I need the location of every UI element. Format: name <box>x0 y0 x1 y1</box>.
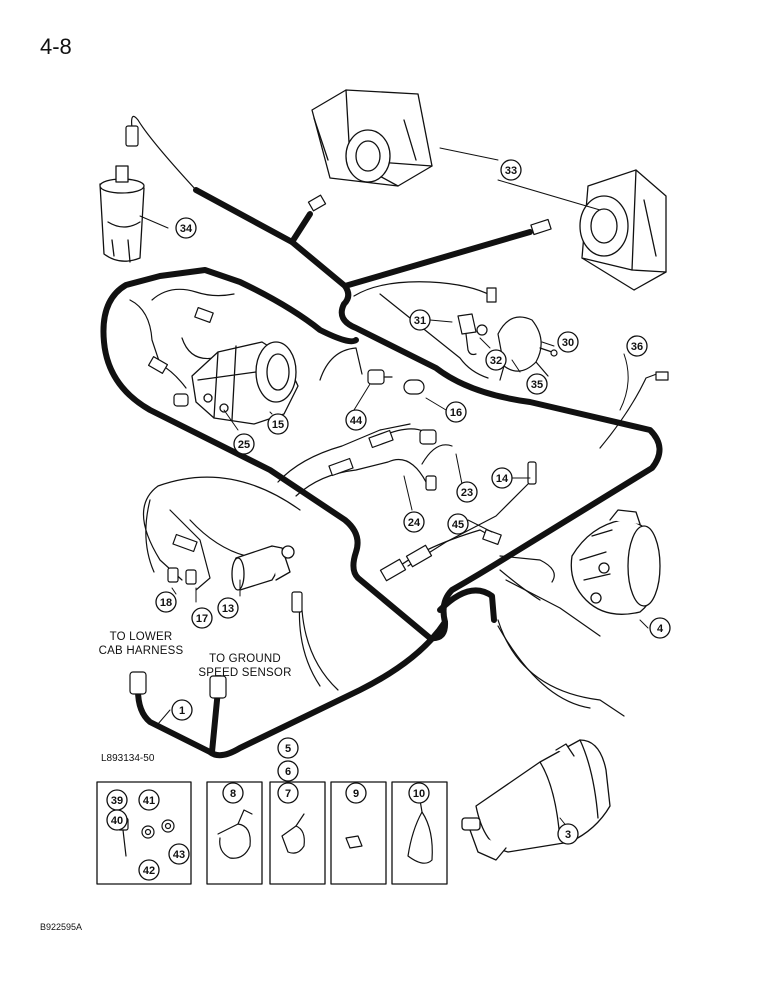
callout-label: 31 <box>414 315 426 327</box>
callout-label: 5 <box>285 743 291 755</box>
compressor <box>191 341 299 425</box>
callout-label: 39 <box>111 795 123 807</box>
figure-code: L893134-50 <box>101 753 155 764</box>
callout-label: 44 <box>350 415 363 427</box>
callout-label: 18 <box>160 597 172 609</box>
callout-label: 36 <box>631 341 643 353</box>
callout-label: 14 <box>496 473 509 485</box>
callout-label: 23 <box>461 487 473 499</box>
callout-labels: 1 3 4 5 6 7 8 9 10 13 14 15 16 17 18 23 … <box>111 165 664 877</box>
callout-label: 9 <box>353 788 359 800</box>
callout-label: 1 <box>179 705 185 717</box>
canister <box>99 165 145 263</box>
starter-motor <box>461 739 611 861</box>
callout-label: 33 <box>505 165 517 177</box>
alternator <box>570 509 661 615</box>
callout-label: 34 <box>180 223 193 235</box>
callout-label: 6 <box>285 766 291 778</box>
connectors <box>125 125 669 699</box>
panel-parts <box>117 799 433 864</box>
callout-label: 43 <box>173 849 185 861</box>
callout-label: 4 <box>657 623 664 635</box>
callout-label: 42 <box>143 865 155 877</box>
switches <box>173 369 437 445</box>
headlamp-right <box>579 169 667 291</box>
callout-label: 32 <box>490 355 502 367</box>
note-lower-cab-harness: TO LOWER CAB HARNESS <box>96 630 186 658</box>
callout-label: 10 <box>413 788 425 800</box>
callout-label: 24 <box>408 517 421 529</box>
callout-label: 8 <box>230 788 236 800</box>
headlamp-left <box>311 89 433 187</box>
document-code: B922595A <box>40 922 83 932</box>
note-line: TO LOWER <box>109 631 173 643</box>
callout-label: 7 <box>285 788 291 800</box>
leader-lines <box>139 147 649 829</box>
note-line: CAB HARNESS <box>98 645 184 657</box>
callout-label: 35 <box>531 379 543 391</box>
callout-label: 17 <box>196 613 208 625</box>
solenoid <box>231 545 295 591</box>
callout-label: 41 <box>143 795 155 807</box>
page-number: 4-8 <box>40 34 72 59</box>
callout-label: 16 <box>450 407 462 419</box>
callout-label: 25 <box>238 439 250 451</box>
parts-panels <box>96 781 448 885</box>
callout-label: 13 <box>222 603 234 615</box>
callout-label: 3 <box>565 829 571 841</box>
callout-label: 40 <box>111 815 123 827</box>
small-parts <box>457 313 558 381</box>
main-harness <box>100 187 663 759</box>
callout-label: 15 <box>272 419 284 431</box>
callout-circles <box>106 159 671 881</box>
thin-wires <box>129 115 663 717</box>
callout-label: 30 <box>562 337 574 349</box>
callout-label: 45 <box>452 519 464 531</box>
note-line: TO GROUND <box>209 653 281 665</box>
